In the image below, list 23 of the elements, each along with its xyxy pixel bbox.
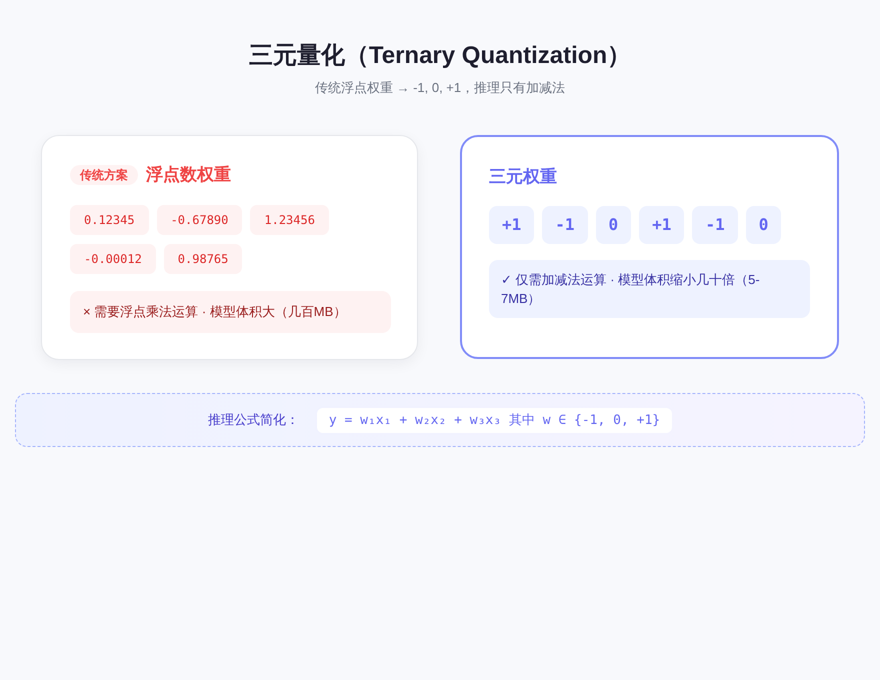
formula-code: y = w₁x₁ + w₂x₂ + w₃x₃ 其中 w ∈ {-1, 0, +1} <box>316 408 672 432</box>
card-heading: 浮点数权重 <box>146 164 231 186</box>
tag-pill: 传统方案 <box>70 165 138 185</box>
weight-value-tile: +1 <box>489 206 534 244</box>
weight-value-tile: -0.67890 <box>156 205 242 235</box>
card-heading: 三元权重 <box>489 166 557 188</box>
comparison-card <box>41 135 418 360</box>
weight-value-tile: +1 <box>639 206 684 244</box>
weight-value-tile: -1 <box>692 206 738 244</box>
formula-label: 推理公式简化： <box>208 411 299 430</box>
weight-value-tile: 0 <box>596 206 632 244</box>
title: 三元量化（Ternary Quantization） <box>248 41 632 71</box>
comparison-card <box>460 135 839 359</box>
weight-value-tile: -0.00012 <box>70 244 156 274</box>
subtitle: 传统浮点权重 → -1, 0, +1，推理只有加减法 <box>314 79 566 97</box>
weight-value-tile: 0.12345 <box>70 205 149 235</box>
formula-panel <box>15 393 865 447</box>
weight-value-tile: 1.23456 <box>250 205 329 235</box>
weight-value-tile: 0 <box>746 206 782 244</box>
note-panel: ✓ 仅需加减法运算 · 模型体积缩小几十倍（5-7MB） <box>489 260 810 318</box>
note-panel: × 需要浮点乘法运算 · 模型体积大（几百MB） <box>70 291 391 333</box>
weight-value-tile: 0.98765 <box>164 244 242 274</box>
weight-value-tile: -1 <box>542 206 588 244</box>
